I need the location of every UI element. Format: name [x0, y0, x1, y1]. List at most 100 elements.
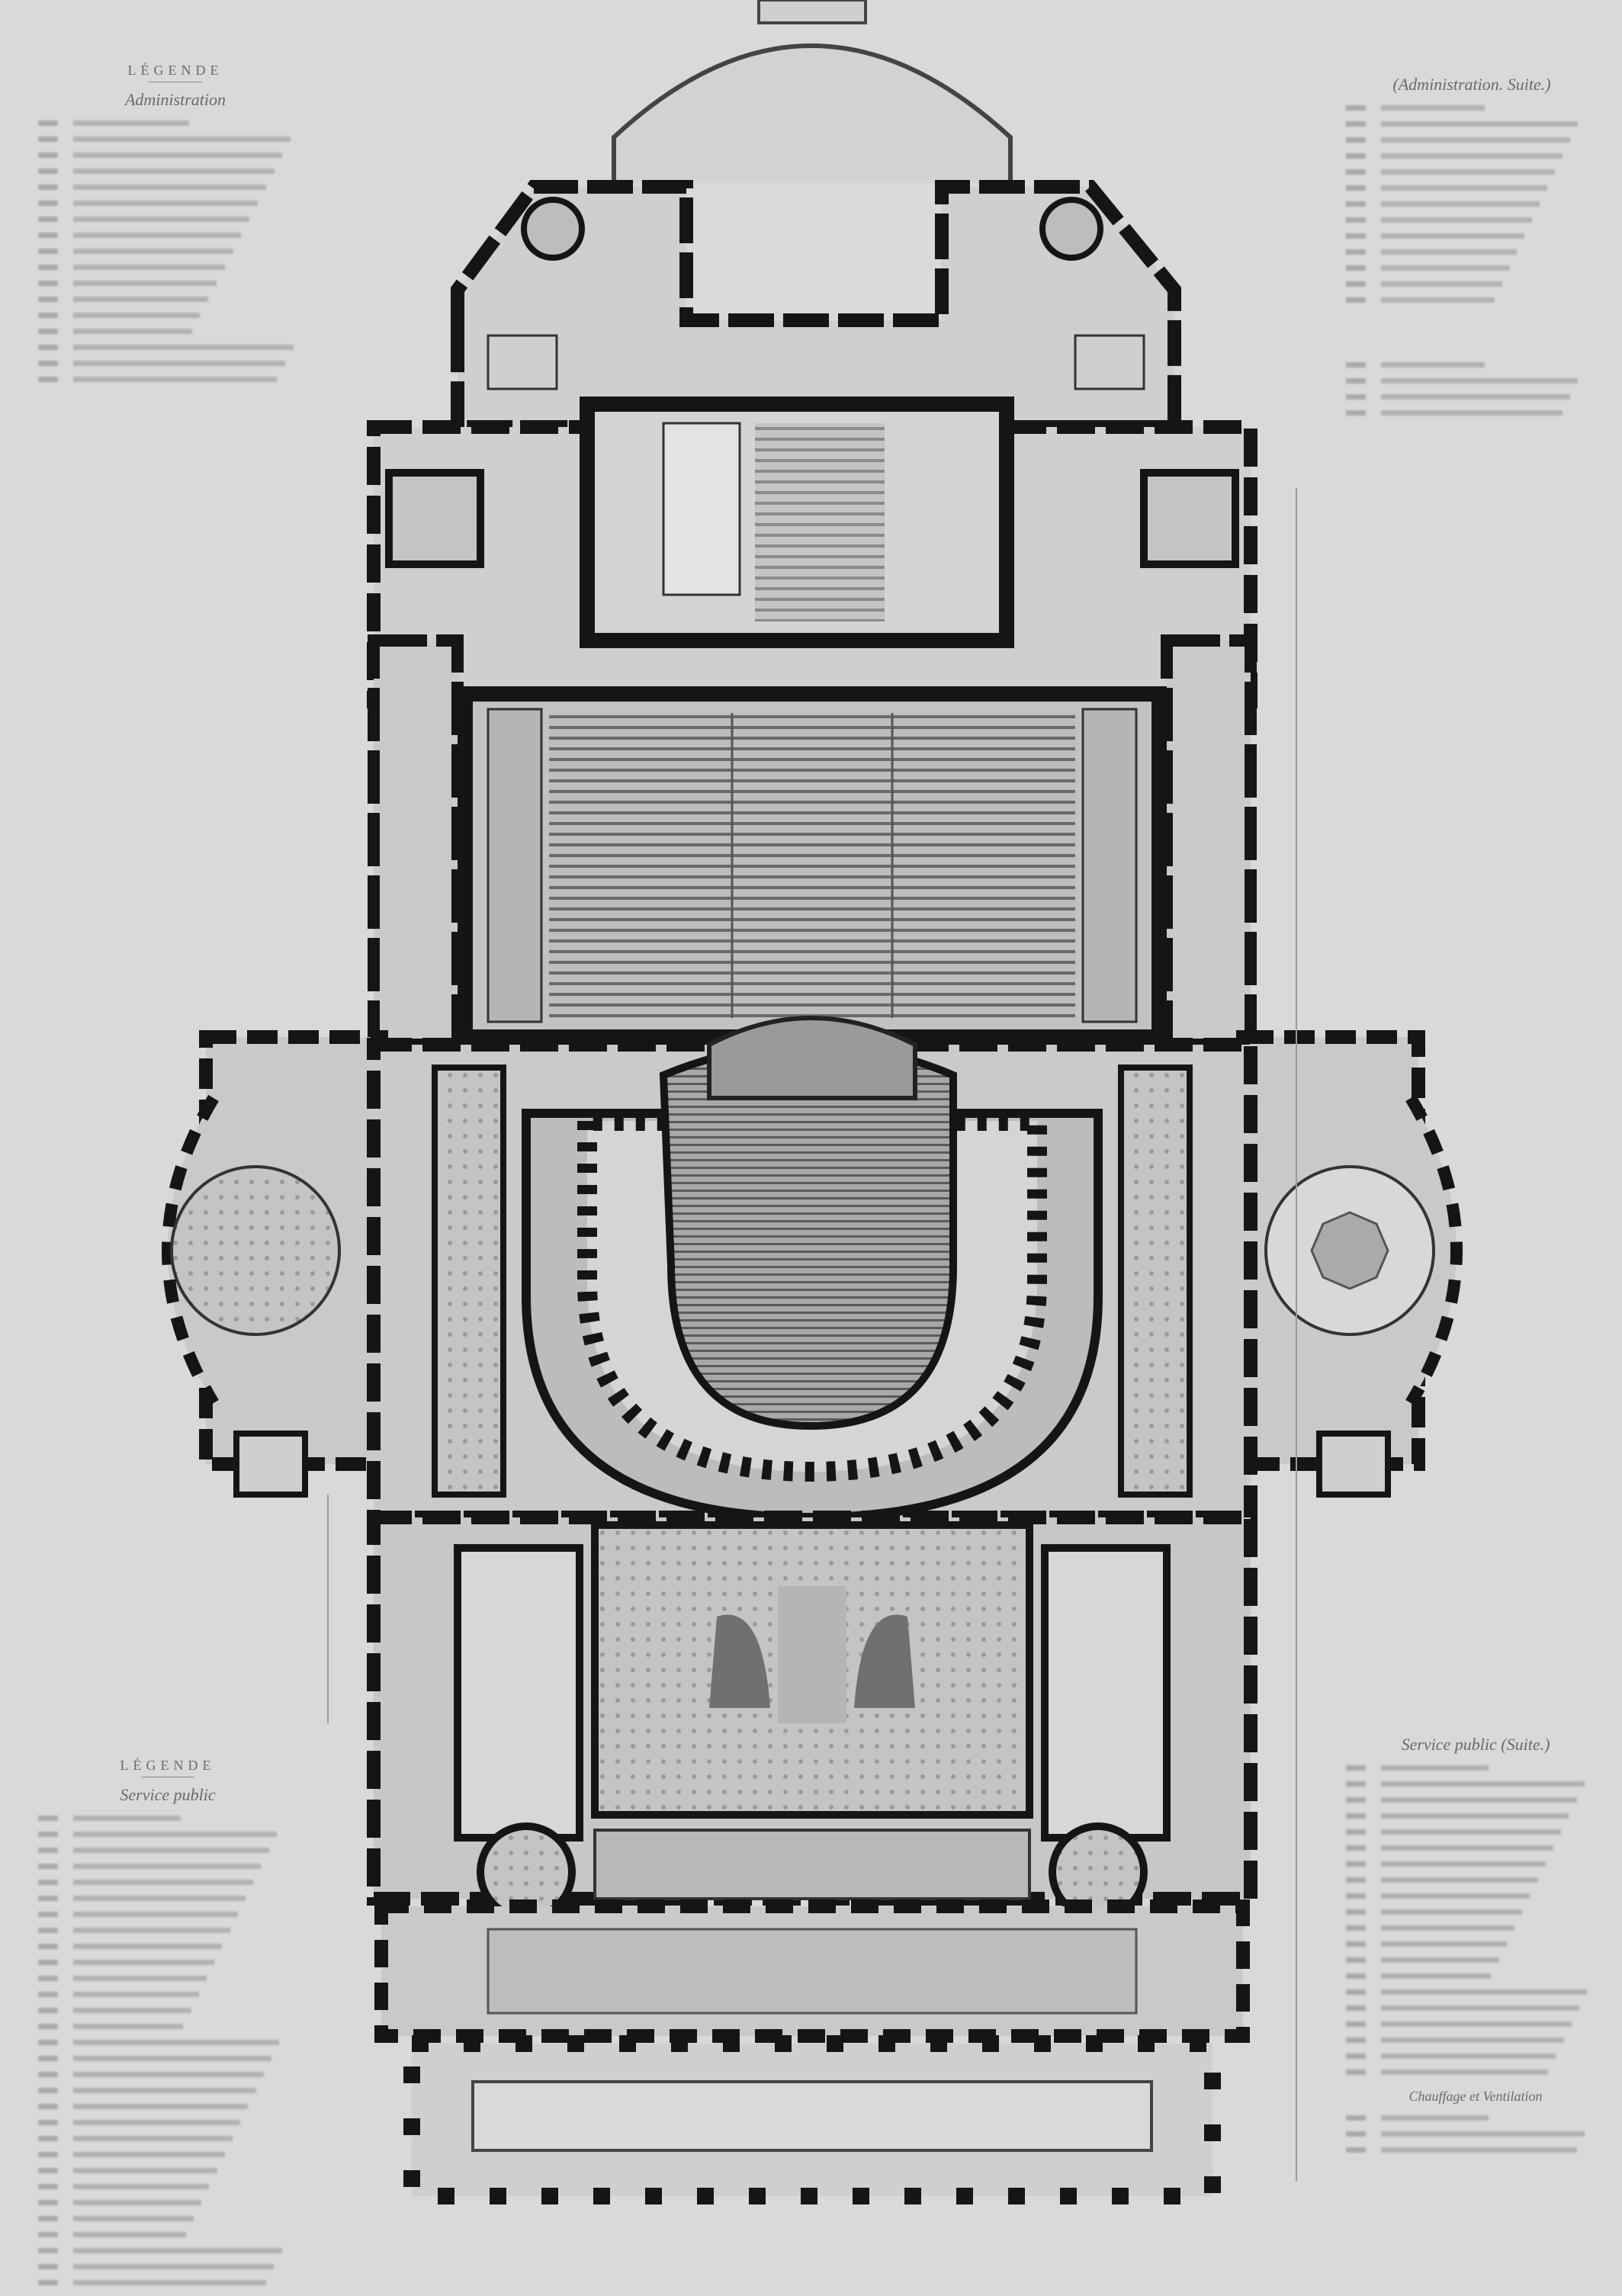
legend-entry: [1346, 1845, 1553, 1851]
legend-entry: [1346, 281, 1502, 287]
legend-entry: [1346, 2021, 1572, 2027]
legend-entry: [1346, 1797, 1577, 1803]
legend-administration-suite: (Administration. Suite.): [1346, 75, 1598, 426]
legend-entry: [38, 2104, 249, 2109]
legend-subtitle: Service public: [120, 1785, 216, 1804]
legend-entry: [38, 233, 242, 238]
grand-staircase: [367, 1511, 1257, 1922]
legend-entries: [1346, 105, 1598, 303]
legend-entry: [38, 2184, 210, 2189]
legend-entry: [38, 201, 258, 206]
legend-entry: [38, 1960, 215, 1965]
legend-subtitle: Service public (Suite.): [1401, 1735, 1550, 1754]
legend-entry: [38, 2280, 267, 2285]
legend-entry: [38, 2232, 186, 2237]
legend-entry: [1346, 2054, 1556, 2059]
legend-entry: [1346, 2147, 1577, 2153]
legend-subtitle: (Administration. Suite.): [1392, 75, 1551, 94]
left-pavilion: [162, 1030, 388, 1498]
floor-plan: [162, 0, 1463, 2204]
legend-entries-footer: [1346, 2115, 1605, 2153]
legend-entry: [1346, 2037, 1564, 2043]
legend-entry: [38, 1896, 246, 1901]
legend-entry: [38, 136, 291, 142]
legend-entry: [38, 2008, 191, 2013]
stage: [458, 686, 1167, 1045]
auditorium: [367, 1016, 1257, 1524]
legend-entries: [38, 1816, 297, 2285]
rear-apse: [612, 0, 1013, 183]
legend-entry: [38, 1912, 238, 1917]
legend-entry: [38, 2072, 264, 2077]
legend-entry: [1346, 1973, 1492, 1979]
legend-entry: [38, 2248, 282, 2253]
legend-entry: [1346, 1765, 1489, 1771]
legend-entry: [38, 2152, 225, 2157]
legend-entry: [1346, 2131, 1585, 2137]
legend-entry: [38, 2040, 280, 2045]
legend-entry: [1346, 2115, 1489, 2121]
legend-entry: [38, 361, 285, 366]
legend-entry: [38, 1880, 254, 1885]
legend-entry: [38, 1848, 269, 1853]
legend-entry: [38, 153, 283, 158]
legend-entry: [1346, 1925, 1514, 1931]
legend-entry: [38, 2216, 194, 2221]
legend-entry: [38, 2200, 202, 2205]
legend-entry: [38, 249, 233, 254]
legend-entry: [38, 2264, 275, 2269]
legend-entry: [1346, 249, 1518, 255]
legend-entry: [38, 345, 294, 350]
loggia: [403, 2035, 1221, 2204]
legend-entries-extra: [1346, 362, 1598, 416]
administration-wing: [367, 180, 1257, 708]
legend-entry: [38, 1928, 230, 1933]
right-pavilion: [1236, 1030, 1463, 1498]
legend-entry: [38, 120, 189, 126]
legend-entry: [1346, 153, 1563, 159]
legend-entry: [1346, 105, 1485, 111]
legend-entry: [1346, 1909, 1523, 1915]
legend-entry: [38, 2168, 217, 2173]
legend-entry: [1346, 2070, 1549, 2075]
legend-entry: [38, 2024, 184, 2029]
legend-entry: [38, 169, 275, 174]
legend-footer-title: Chauffage et Ventilation: [1408, 2089, 1543, 2104]
legend-entry: [1346, 121, 1578, 127]
legend-entry: [38, 185, 266, 190]
grand-foyer: [374, 1899, 1250, 2043]
legend-entry: [38, 2136, 233, 2141]
legend-entry: [1346, 137, 1570, 143]
legend-entry: [1346, 185, 1547, 191]
legend-entries: [38, 120, 313, 382]
legend-entries: [1346, 1765, 1605, 2075]
legend-entry: [38, 1992, 199, 1997]
legend-entry: [38, 2088, 256, 2093]
legend-entry: [1346, 201, 1540, 207]
legend-entry: [38, 329, 192, 334]
legend-entry: [1346, 169, 1555, 175]
legend-entry: [1346, 378, 1578, 384]
legend-entry: [38, 265, 225, 270]
legend-entry: [1346, 1877, 1538, 1883]
legend-entry: [38, 1816, 181, 1821]
legend-service-public: LÉGENDE Service public: [38, 1758, 297, 2296]
legend-entry: [1346, 362, 1485, 368]
legend-entry: [1346, 394, 1570, 400]
legend-entry: [1346, 1957, 1499, 1963]
legend-entry: [38, 2120, 241, 2125]
legend-title: LÉGENDE: [120, 1758, 216, 1773]
legend-subtitle: Administration: [124, 90, 226, 109]
legend-entry: [1346, 1893, 1530, 1899]
legend-entry: [38, 1944, 223, 1949]
legend-entry: [1346, 1813, 1569, 1819]
legend-entry: [1346, 1829, 1562, 1835]
legend-entry: [38, 313, 201, 318]
legend-entry: [38, 1864, 262, 1869]
legend-entry: [1346, 1781, 1585, 1787]
legend-entry: [1346, 233, 1525, 239]
legend-entry: [38, 297, 209, 302]
legend-entry: [38, 2056, 271, 2061]
legend-entry: [1346, 410, 1563, 416]
legend-entry: [38, 1976, 207, 1981]
